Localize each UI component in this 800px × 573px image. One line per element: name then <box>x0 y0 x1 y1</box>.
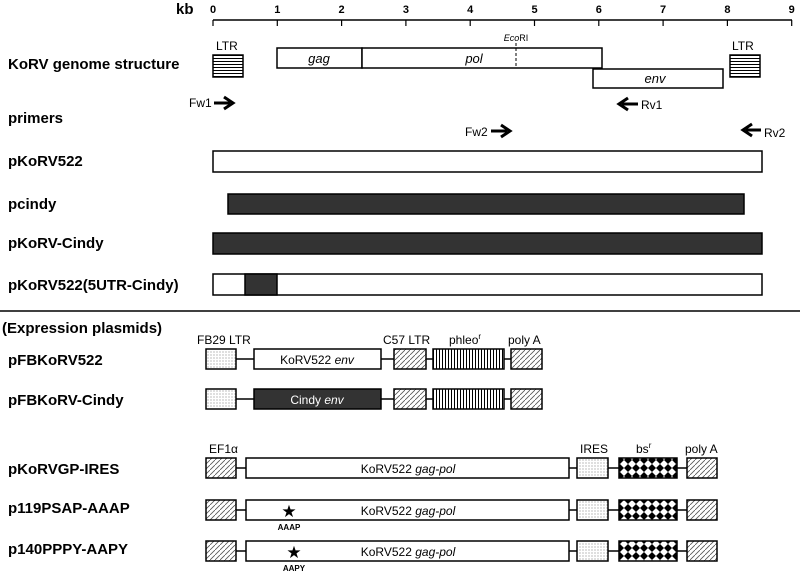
fb29-ltr-box-2 <box>205 388 237 410</box>
gagpol-box-2 <box>245 499 570 521</box>
pkorv522-label: pKoRV522 <box>8 153 83 170</box>
cindy-env-label: Cindy env <box>290 393 344 407</box>
expression-section-label: (Expression plasmids) <box>2 320 162 337</box>
polya-label-2: poly A <box>685 442 718 456</box>
star-icon-aaap: ★ <box>281 502 296 521</box>
pkorv-cindy-bar <box>212 232 763 255</box>
gagpol-label-2: KoRV522 gag-pol <box>361 504 456 518</box>
polya-box-1 <box>510 348 543 370</box>
gagpol-label-3: KoRV522 gag-pol <box>361 545 456 559</box>
aaap-label: AAAP <box>278 523 301 532</box>
korv522-env-box <box>253 348 382 370</box>
scale-tick-label: 5 <box>531 4 537 16</box>
pol-label: pol <box>464 51 483 66</box>
star-icon-aapy: ★ <box>286 543 301 562</box>
scale-tick-label: 1 <box>274 4 280 16</box>
scale-tick-label: 2 <box>339 4 345 16</box>
ef1a-box-2 <box>205 499 237 521</box>
bs-box-2 <box>618 499 678 521</box>
c57-ltr-box-1 <box>393 348 427 370</box>
pfbkorv522-label: pFBKoRV522 <box>8 352 103 369</box>
ires-box-2 <box>576 499 609 521</box>
fw1-label: Fw1 <box>189 96 212 110</box>
fw2-label: Fw2 <box>465 125 488 139</box>
polya-box-3 <box>686 457 718 479</box>
bs-box-3 <box>618 540 678 562</box>
scale-tick-label: 9 <box>789 4 795 16</box>
ef1a-label: EF1α <box>209 442 238 456</box>
ef1a-box-3 <box>205 540 237 562</box>
scale-tick-label: 4 <box>467 4 474 16</box>
scale-tick-label: 7 <box>660 4 666 16</box>
pkorv522-bar <box>212 150 763 173</box>
bs-box-1 <box>618 457 678 479</box>
pfbkorv-cindy-label: pFBKoRV-Cindy <box>8 392 124 409</box>
pcindy-bar <box>227 193 745 215</box>
rv2-arrow <box>740 122 761 138</box>
pcindy-label: pcindy <box>8 196 57 213</box>
scale-tick-label: 0 <box>210 4 216 16</box>
polya-box-2 <box>510 388 543 410</box>
ires-label: IRES <box>580 442 608 456</box>
p119-label: p119PSAP-AAAP <box>8 500 130 517</box>
ltr-right-box <box>729 54 761 78</box>
polya-label-1: poly A <box>508 333 541 347</box>
fw1-arrow <box>214 95 236 111</box>
env-label: env <box>645 71 667 86</box>
phleo-label: phleor <box>449 332 481 347</box>
pkorvgp-ires-label: pKoRVGP-IRES <box>8 461 119 478</box>
ltr-left-label: LTR <box>216 39 238 53</box>
rv1-label: Rv1 <box>641 98 663 112</box>
ef1a-box-1 <box>205 457 237 479</box>
scale-tick-label: 6 <box>596 4 602 16</box>
polya-box-5 <box>686 540 718 562</box>
polya-box-4 <box>686 499 718 521</box>
c57-ltr-label: C57 LTR <box>383 333 430 347</box>
ltr-left-box <box>212 54 244 78</box>
ltr-right-label: LTR <box>732 39 754 53</box>
phleo-box-2 <box>432 388 505 410</box>
fb29-ltr-box-1 <box>205 348 237 370</box>
cindy-5utr-segment <box>244 273 278 296</box>
pkorv522-5utr-bar <box>212 273 763 296</box>
genome-label: KoRV genome structure <box>8 56 179 73</box>
scale-unit: kb <box>176 1 194 18</box>
bs-label: bsr <box>636 441 652 456</box>
cindy-env-box <box>253 388 382 410</box>
env-box <box>592 68 724 89</box>
p140-label: p140PPPY-AAPY <box>8 541 128 558</box>
gagpol-box-3 <box>245 540 570 562</box>
scale-tick-label: 8 <box>724 4 730 16</box>
scale-tick-label: 3 <box>403 4 409 16</box>
fw2-arrow <box>491 123 513 139</box>
gag-label: gag <box>308 51 330 66</box>
ecori-label: EcoRI <box>504 33 529 43</box>
rv1-arrow <box>616 96 638 112</box>
c57-ltr-box-2 <box>393 388 427 410</box>
pkorv-cindy-label: pKoRV-Cindy <box>8 235 104 252</box>
phleo-box-1 <box>432 348 505 370</box>
rv2-label: Rv2 <box>764 126 786 140</box>
ires-box-1 <box>576 457 609 479</box>
pkorv522-5utr-label: pKoRV522(5UTR-Cindy) <box>8 277 179 294</box>
scale-ticks: 0 1 2 3 4 5 6 7 8 9 <box>210 4 795 26</box>
ires-box-3 <box>576 540 609 562</box>
gagpol-box-1 <box>245 457 570 479</box>
gagpol-label-1: KoRV522 gag-pol <box>361 462 456 476</box>
korv522-env-label: KoRV522 env <box>280 353 355 367</box>
fb29-ltr-label: FB29 LTR <box>197 333 251 347</box>
aapy-label: AAPY <box>283 564 306 573</box>
pol-box <box>361 47 603 69</box>
primers-label: primers <box>8 110 63 127</box>
